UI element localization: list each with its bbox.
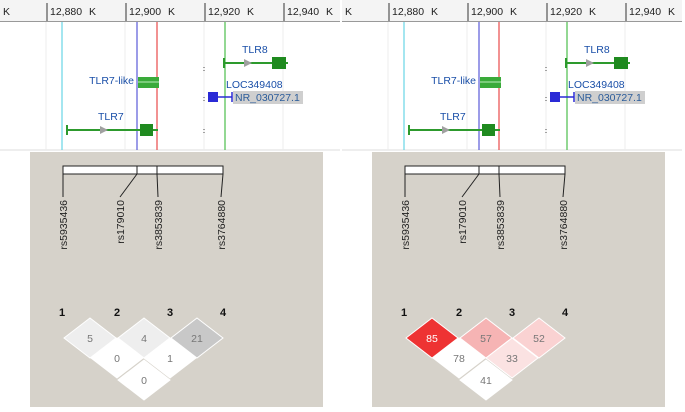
ld-cell (485, 337, 539, 379)
ld-cell (459, 359, 513, 401)
ld-cell (90, 337, 144, 379)
ld-cell (63, 317, 117, 359)
marker-number: 4 (220, 307, 227, 319)
snp-label: rs3764880 (216, 200, 228, 250)
snp-ruler-bar (62, 165, 224, 175)
ld-cell (432, 337, 486, 379)
snp-label: rs179010 (457, 200, 469, 244)
marker-number: 1 (401, 307, 407, 319)
ld-cell (512, 317, 566, 359)
snp-label: rs3853839 (495, 200, 507, 250)
ruler-tick-label: 12,940 (629, 6, 661, 18)
gene-tlr7-exon (482, 124, 495, 136)
gene-label: TLR8 (242, 44, 268, 56)
ruler-tick-label: 12,900 (129, 6, 161, 18)
snp-connector (498, 173, 501, 198)
gene-label: TLR7 (440, 111, 466, 123)
gene-tlr8-arrow (244, 59, 252, 67)
ld-value: 85 (426, 333, 438, 345)
ld-cell (170, 317, 224, 359)
gene-label: TLR7 (98, 111, 124, 123)
ruler-unit-label: K (589, 6, 596, 18)
ld-cell (405, 317, 459, 359)
gene-label: TLR7-like (89, 75, 134, 87)
marker-number: 1 (59, 307, 65, 319)
gene-label: NR_030727.1 (577, 92, 642, 104)
gene-track-background (342, 22, 682, 150)
snp-connector (461, 173, 480, 198)
snp-connector (220, 173, 224, 198)
ruler-tick-label: 12,880 (392, 6, 424, 18)
gene-label: LOC349408 (226, 79, 283, 91)
ruler-unit-label: K (168, 6, 175, 18)
marker-number: 3 (167, 307, 173, 319)
ld-value: 0 (141, 375, 147, 387)
ld-value: 57 (480, 333, 492, 345)
snp-connector (119, 173, 138, 198)
ld-value: 52 (533, 333, 545, 345)
ruler-tick-label: 12,920 (208, 6, 240, 18)
ld-value: 0 (114, 353, 120, 365)
gene-label: TLR8 (584, 44, 610, 56)
ruler-unit-label: K (247, 6, 254, 18)
marker-number: 4 (562, 307, 569, 319)
marker-number: 2 (114, 307, 120, 319)
ld-value: 1 (167, 353, 173, 365)
snp-label: rs5935436 (58, 200, 70, 250)
gene-nr-highlight (233, 91, 303, 104)
ld-value: 21 (191, 333, 203, 345)
ld-value: 33 (506, 353, 518, 365)
ruler-background (342, 0, 682, 22)
gene-tlr7-exon (140, 124, 153, 136)
snp-ruler-bar (404, 165, 566, 175)
gene-tlr7-arrow (442, 126, 450, 134)
ld-cell (143, 337, 197, 379)
gene-track-background (0, 22, 340, 150)
panel-left: K 12,880 K 12,900 K 12,920 K 12,940 K TLR8TLR7-li… (0, 0, 340, 407)
snp-label: rs5935436 (400, 200, 412, 250)
panel-right: K 12,880 K 12,900 K 12,920 K 12,940 K TLR8TLR7-li… (342, 0, 682, 407)
ruler-k-label: K (345, 6, 352, 18)
ruler-tick-label: 12,920 (550, 6, 582, 18)
snp-connector (562, 173, 566, 198)
ld-value: 5 (87, 333, 93, 345)
ld-cell (117, 359, 171, 401)
ruler-unit-label: K (326, 6, 333, 18)
gene-label: NR_030727.1 (235, 92, 300, 104)
gene-tlr7-arrow (100, 126, 108, 134)
marker-number: 3 (509, 307, 515, 319)
gene-tlr8-arrow (586, 59, 594, 67)
ld-value: 41 (480, 375, 492, 387)
gene-label: LOC349408 (568, 79, 625, 91)
gene-tlr8-exon (272, 57, 286, 69)
snp-connector (156, 173, 159, 198)
ruler-unit-label: K (89, 6, 96, 18)
ruler-tick-label: 12,940 (287, 6, 319, 18)
gene-nr-highlight (575, 91, 645, 104)
ruler-unit-label: K (668, 6, 675, 18)
ruler-tick-label: 12,880 (50, 6, 82, 18)
ld-value: 4 (141, 333, 147, 345)
snp-label: rs3764880 (558, 200, 570, 250)
ruler-background (0, 0, 340, 22)
marker-number: 2 (456, 307, 462, 319)
ruler-k-label: K (3, 6, 10, 18)
ruler-unit-label: K (431, 6, 438, 18)
gene-label: TLR7-like (431, 75, 476, 87)
snp-label: rs179010 (115, 200, 127, 244)
ruler-tick-label: 12,900 (471, 6, 503, 18)
ruler-unit-label: K (510, 6, 517, 18)
gene-tlr8-exon (614, 57, 628, 69)
snp-label: rs3853839 (153, 200, 165, 250)
ld-value: 78 (453, 353, 465, 365)
